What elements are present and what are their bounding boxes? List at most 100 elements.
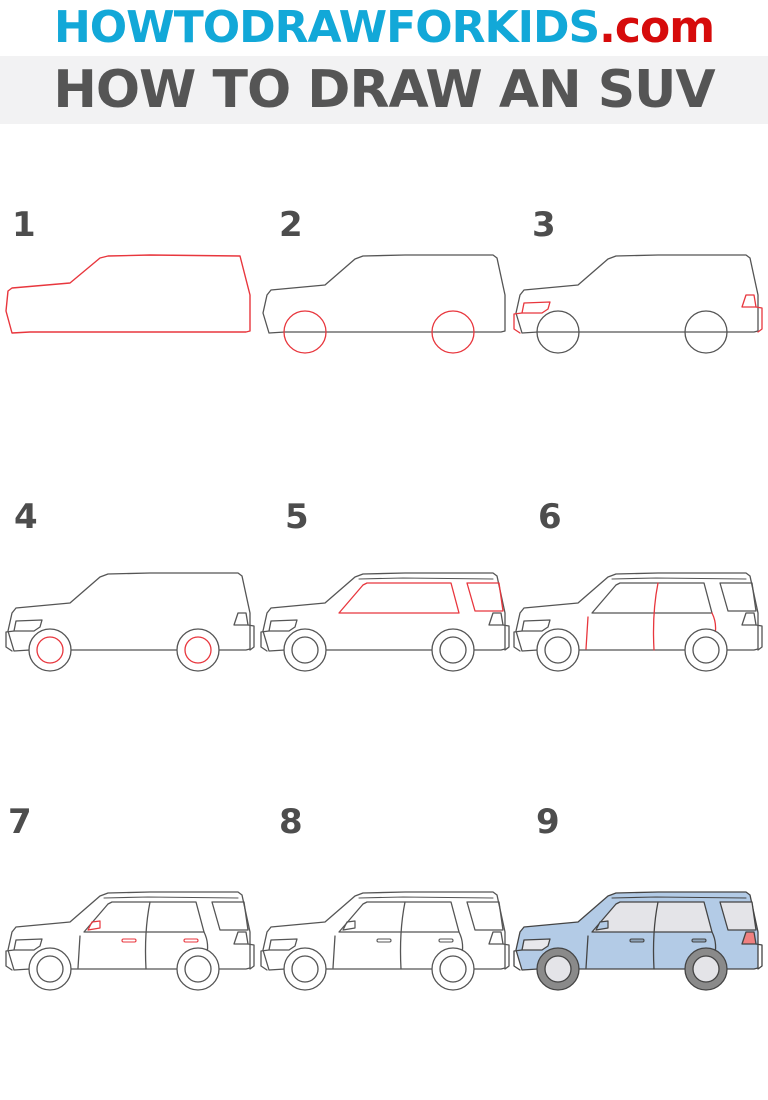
headlight <box>521 938 551 951</box>
front-wheel <box>28 628 72 672</box>
front-hub <box>544 955 572 983</box>
front-hub <box>544 636 572 664</box>
side-mirror <box>595 920 609 931</box>
front-bumper <box>513 630 523 652</box>
middle-door-line <box>399 901 406 970</box>
headlight <box>521 301 551 314</box>
headlight <box>268 619 298 632</box>
step-7-drawing <box>5 891 255 991</box>
rear-door-handle <box>183 938 199 943</box>
step-9-drawing <box>513 891 763 991</box>
step-number: 4 <box>14 497 38 537</box>
site-name: HOWTODRAWFORKIDS <box>53 2 600 53</box>
rear-hub <box>184 636 212 664</box>
suv-group <box>513 572 763 672</box>
front-bumper <box>5 949 15 971</box>
rear-hub <box>692 955 720 983</box>
step-number: 7 <box>8 802 32 842</box>
taillight <box>233 931 249 945</box>
side-mirror <box>87 920 101 931</box>
front-door-line <box>332 935 336 969</box>
front-bumper <box>513 949 523 971</box>
suv-body <box>7 891 251 971</box>
rear-wheel <box>176 947 220 991</box>
front-door-handle <box>629 938 645 943</box>
roof-line <box>358 577 494 580</box>
front-bumper <box>260 630 270 652</box>
headlight <box>13 938 43 951</box>
suv-body <box>262 254 506 334</box>
step-number: 1 <box>12 205 36 245</box>
front-door-handle <box>376 938 392 943</box>
front-bumper <box>5 630 15 652</box>
step-8: 8 <box>255 800 511 1100</box>
rear-wheel <box>431 628 475 672</box>
suv-body <box>515 254 759 334</box>
rear-door-handle <box>438 938 454 943</box>
step-number: 3 <box>532 205 556 245</box>
suv-group <box>262 254 506 354</box>
headlight <box>521 619 551 632</box>
front-windows <box>591 901 713 933</box>
front-bumper <box>260 949 270 971</box>
rear-wheel <box>176 628 220 672</box>
step-3: 3 <box>508 195 764 495</box>
rear-bumper <box>247 624 255 651</box>
taillight <box>233 612 249 626</box>
front-wheel <box>283 628 327 672</box>
step-7: 7 <box>0 800 256 1100</box>
rear-window <box>719 901 757 931</box>
step-4-drawing <box>5 572 255 672</box>
suv-group <box>260 572 510 672</box>
step-number: 5 <box>285 497 309 537</box>
rear-window <box>466 901 504 931</box>
suv-body <box>7 572 251 652</box>
step-2-drawing <box>262 254 506 354</box>
suv-group <box>5 254 251 334</box>
roof-line <box>103 896 239 899</box>
rear-wheel <box>431 310 475 354</box>
step-1: 1 <box>0 195 256 495</box>
front-hub <box>291 955 319 983</box>
step-9: 9 <box>508 800 764 1100</box>
front-hub <box>36 636 64 664</box>
rear-bumper <box>502 624 510 651</box>
site-tld: .com <box>599 2 715 53</box>
rear-hub <box>439 955 467 983</box>
rear-window <box>466 582 504 612</box>
body-outline <box>5 254 251 334</box>
suv-body <box>262 572 506 652</box>
site-logo: HOWTODRAWFORKIDS.com <box>0 0 768 56</box>
step-8-drawing <box>260 891 510 991</box>
roof-line <box>611 896 747 899</box>
front-door-line <box>77 935 81 969</box>
rear-hub <box>184 955 212 983</box>
middle-door-line <box>652 901 659 970</box>
middle-door-line <box>652 582 659 651</box>
headlight <box>13 619 43 632</box>
front-door-line <box>585 616 589 650</box>
suv-group <box>5 572 255 672</box>
front-bumper <box>513 312 523 334</box>
step-5: 5 <box>255 495 511 795</box>
rear-bumper <box>755 306 763 333</box>
taillight <box>741 612 757 626</box>
suv-group <box>513 891 763 991</box>
taillight <box>741 294 757 308</box>
step-number: 6 <box>538 497 562 537</box>
headlight <box>268 938 298 951</box>
step-2: 2 <box>255 195 511 495</box>
front-door-line <box>585 935 589 969</box>
front-wheel <box>283 310 327 354</box>
step-3-drawing <box>513 254 763 354</box>
front-wheel <box>536 310 580 354</box>
step-5-drawing <box>260 572 510 672</box>
roof-line <box>611 577 747 580</box>
step-6: 6 <box>508 495 764 795</box>
front-windows <box>83 901 205 933</box>
rear-window <box>719 582 757 612</box>
rear-door-handle <box>691 938 707 943</box>
page-title: HOW TO DRAW AN SUV <box>53 60 715 120</box>
rear-wheel <box>684 628 728 672</box>
suv-group <box>513 254 763 354</box>
